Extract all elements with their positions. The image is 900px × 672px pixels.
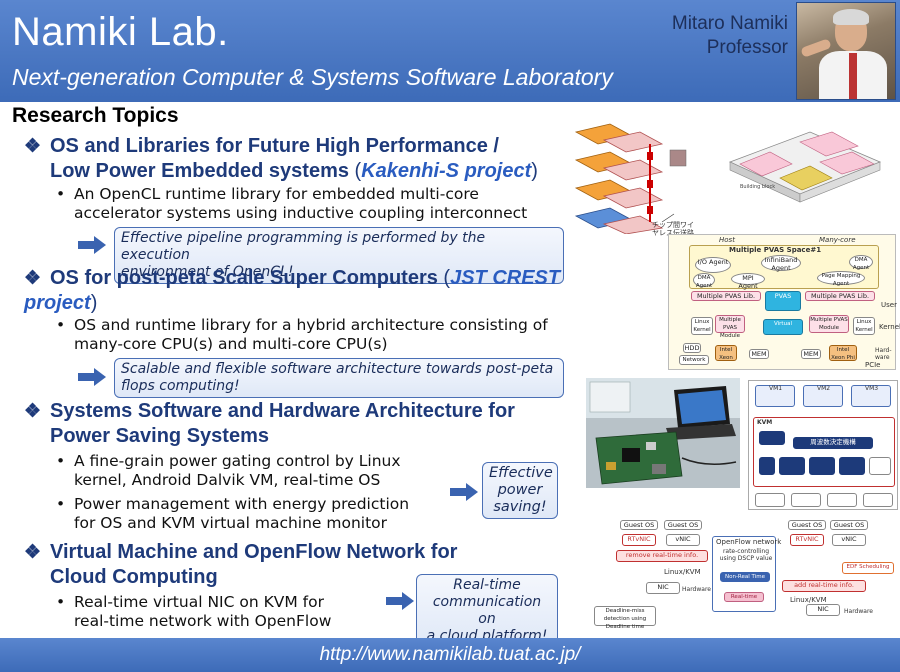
section-bullet-icon: ❖ [24, 542, 42, 563]
section-2-heading: ❖OS for post-peta Scale Super Computers … [24, 267, 561, 314]
board-photo [586, 378, 740, 488]
figure-rtvnic-openflow: Guest OS Guest OS RTvNIC vNIC remove rea… [594, 520, 898, 632]
chip-stack-diagram: Building block [574, 123, 882, 235]
project-name: JST CREST [450, 267, 561, 289]
highlight-note: Effective pipeline programming is perfor… [114, 227, 564, 284]
figure-chip-stack: Building block チップ間ワイ ヤレス伝送路 [570, 122, 890, 237]
footer-banner: http://www.namikilab.tuat.ac.jp/ [0, 638, 900, 672]
research-topics-title: Research Topics [12, 104, 179, 127]
professor-title: Professor [706, 36, 788, 58]
lab-name: Namiki Lab. [12, 10, 229, 54]
figure-kvm-power: VM1 VM2 VM3 KVM 周波数決定機構 [748, 380, 898, 510]
professor-name: Mitaro Namiki [671, 13, 788, 34]
professor-info: Mitaro Namiki Professor [672, 12, 788, 60]
list-item: • Real-time virtual NIC on KVM for real-… [56, 593, 332, 630]
section-bullet-icon: ❖ [24, 268, 42, 289]
list-item: • An OpenCL runtime library for embedded… [56, 185, 528, 222]
section-bullet-icon: ❖ [24, 401, 42, 422]
project-name: Kakenhi-S project [361, 160, 532, 182]
lab-subtitle: Next-generation Computer & Systems Softw… [12, 64, 613, 90]
highlight-note: Effective power saving! [482, 462, 558, 519]
arrow-right-icon [78, 236, 108, 254]
list-item: • Power management with energy predictio… [56, 495, 410, 532]
arrow-right-icon [450, 483, 480, 501]
jp-label-1: チップ間ワイ [652, 221, 694, 229]
section-3-heading: ❖Systems Software and Hardware Architect… [24, 400, 515, 447]
highlight-note: Real-time communication on a cloud platf… [416, 574, 558, 648]
svg-text:Building block: Building block [740, 184, 775, 190]
arrow-right-icon [386, 592, 416, 610]
professor-photo [796, 2, 896, 100]
figure-pvas-architecture: Host Many-core Multiple PVAS Space#1 I/O… [668, 234, 900, 370]
arrow-right-icon [78, 368, 108, 386]
lab-url[interactable]: http://www.namikilab.tuat.ac.jp/ [319, 644, 581, 665]
jp-label-2: ヤレス伝送路 [652, 229, 694, 237]
highlight-note: Scalable and flexible software architect… [114, 358, 564, 398]
section-1-heading: ❖OS and Libraries for Future High Perfor… [24, 135, 538, 182]
section-4-heading: ❖Virtual Machine and OpenFlow Network fo… [24, 541, 458, 588]
list-item: • OS and runtime library for a hybrid ar… [56, 316, 548, 353]
list-item: • A fine-grain power gating control by L… [56, 452, 401, 489]
header-banner: Namiki Lab. Next-generation Computer & S… [0, 0, 900, 102]
section-bullet-icon: ❖ [24, 136, 42, 157]
